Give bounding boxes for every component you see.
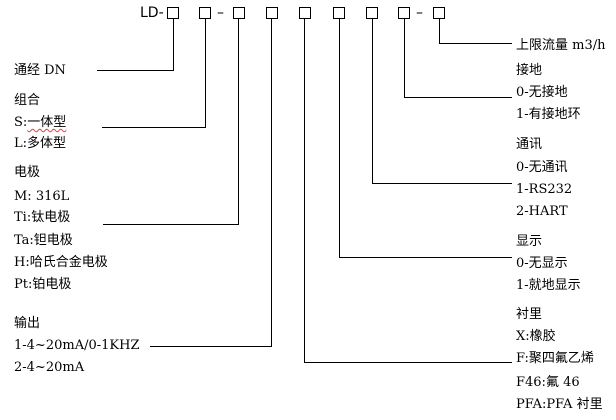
code-box-2	[199, 7, 211, 19]
output-title: 输出	[14, 316, 41, 331]
code-box-1	[167, 7, 179, 19]
output-option: 2-4~20mA	[14, 360, 85, 375]
communication-title: 通讯	[516, 137, 543, 152]
combination-option: S:一体型	[14, 115, 67, 130]
display-option: 0-无显示	[516, 256, 568, 271]
lining-option: F:聚四氟乙烯	[516, 351, 594, 366]
code-box-4	[266, 7, 278, 19]
line-display	[339, 18, 512, 258]
display-title: 显示	[516, 234, 543, 249]
grounding-option: 1-有接地环	[516, 107, 581, 122]
lining-option: X:橡胶	[516, 329, 556, 344]
code-box-9	[433, 7, 445, 19]
display-option: 1-就地显示	[516, 278, 581, 293]
code-dash: –	[416, 5, 423, 21]
communication-option: 2-HART	[516, 204, 568, 219]
grounding-option: 0-无接地	[516, 85, 568, 100]
output-option: 1-4~20mA/0-1KHZ	[14, 338, 140, 353]
line-electrode	[103, 18, 239, 225]
line-grounding	[404, 18, 512, 98]
lining-title: 衬里	[516, 307, 543, 322]
model-prefix: LD-	[140, 5, 164, 21]
line-flow-range	[439, 18, 512, 44]
electrode-option: Pt:铂电极	[14, 277, 72, 292]
communication-option: 1-RS232	[516, 182, 573, 197]
combination-option: L:多体型	[14, 136, 67, 151]
communication-option: 0-无通讯	[516, 160, 568, 175]
code-box-5	[299, 7, 311, 19]
code-box-7	[366, 7, 378, 19]
code-dash: –	[217, 5, 224, 21]
electrode-title: 电极	[14, 165, 41, 180]
electrode-option: M: 316L	[14, 189, 70, 204]
code-box-6	[333, 7, 345, 19]
diameter-title: 通经 DN	[14, 63, 66, 78]
line-communication	[372, 18, 512, 184]
combination-highlight: 一体型	[27, 115, 67, 130]
line-diameter	[97, 18, 174, 71]
lining-option: PFA:PFA 衬里	[516, 397, 603, 412]
line-combination	[102, 18, 206, 128]
grounding-title: 接地	[516, 63, 543, 78]
combination-title: 组合	[14, 93, 41, 108]
electrode-option: Ta:钽电极	[14, 233, 73, 248]
electrode-option: Ti:钛电极	[14, 210, 71, 225]
lining-option: F46:氟 46	[516, 375, 580, 390]
line-output	[150, 18, 272, 347]
flow-range-title: 上限流量 m3/h	[516, 38, 606, 53]
code-box-3	[233, 7, 245, 19]
line-lining	[304, 18, 512, 363]
code-box-8	[398, 7, 410, 19]
electrode-option: H:哈氏合金电极	[14, 255, 108, 270]
